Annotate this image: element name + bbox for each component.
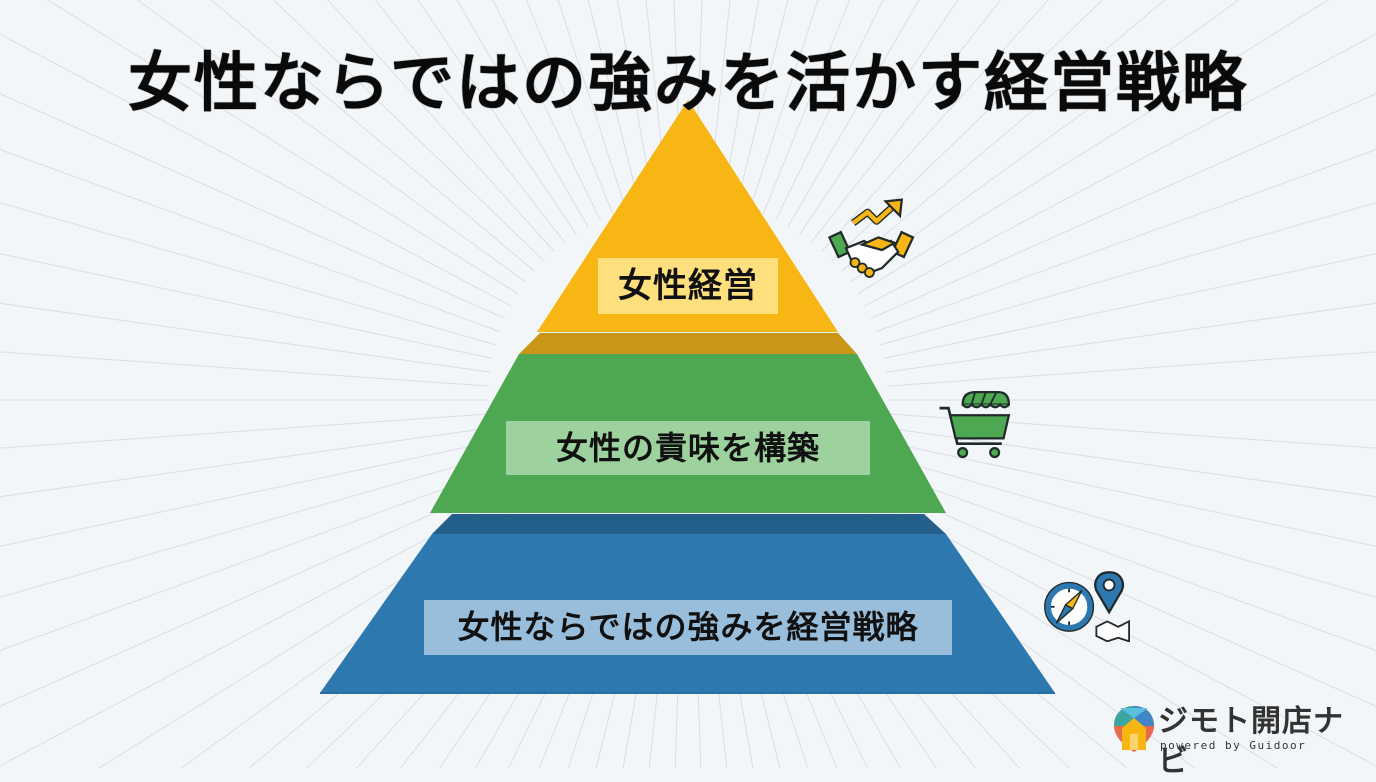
logo-name: ジモト開店ナビ	[1158, 704, 1344, 779]
brand-logo: ジモト開店ナビ powered by Guidoor	[1112, 702, 1367, 779]
compass-map-pin-icon	[1044, 571, 1130, 642]
tier-middle-label: 女性の責味を構築	[506, 421, 870, 475]
tier-top-label: 女性経営	[598, 258, 778, 314]
tier-middle-shade	[519, 333, 857, 354]
tier-bottom-shade	[432, 514, 946, 534]
logo-subtitle: powered by Guidoor	[1160, 739, 1307, 752]
logo-pin-house-icon	[1114, 706, 1154, 752]
handshake-growth-icon	[828, 198, 915, 278]
shopping-cart-store-icon	[939, 391, 1011, 459]
page-title: 女性ならではの強みを活かす経営戦略	[127, 47, 1249, 121]
tier-bottom-label: 女性ならではの強みを経営戦略	[424, 600, 952, 655]
